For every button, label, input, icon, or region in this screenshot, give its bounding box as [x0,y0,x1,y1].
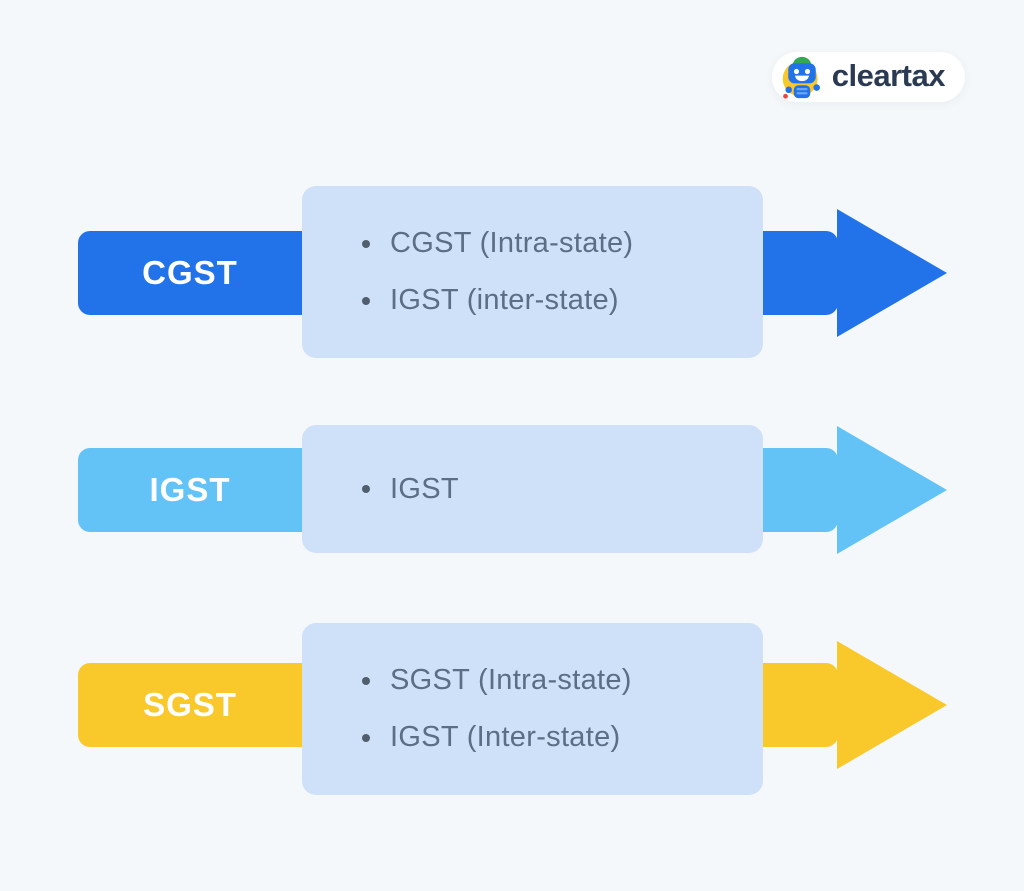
list-item: SGST (Intra-state) [362,666,763,695]
cgst-arrow-label: CGST [142,254,238,291]
list-item-text: SGST (Intra-state) [390,664,632,696]
list-item-text: CGST (Intra-state) [390,227,634,259]
cleartax-logo-text: cleartax [831,58,946,93]
bullet-dot [362,676,370,685]
list-item-text: IGST (Inter-state) [390,721,621,753]
igst-arrowhead [837,426,947,554]
sgst-arrowhead [837,641,947,769]
bullet-dot [362,733,370,742]
list-item: IGST (Inter-state) [362,723,763,752]
bullet-dot [362,485,370,493]
cgst-details-box: CGST (Intra-state) IGST (inter-state) [302,186,763,358]
list-item: IGST (inter-state) [362,286,763,315]
sgst-details-box: SGST (Intra-state) IGST (Inter-state) [302,623,763,795]
sgst-arrow-label: SGST [143,686,237,723]
cleartax-logo: cleartax [771,52,965,102]
list-item: CGST (Intra-state) [362,229,763,258]
list-item: IGST [362,472,763,505]
cleartax-robot-icon [780,54,824,100]
igst-details-box: IGST [302,425,763,553]
cgst-arrowhead [837,209,947,337]
igst-arrow-label: IGST [149,471,231,508]
bullet-dot [362,296,370,305]
list-item-text: IGST (inter-state) [390,284,619,316]
list-item-text: IGST [390,472,459,505]
bullet-dot [362,239,370,248]
